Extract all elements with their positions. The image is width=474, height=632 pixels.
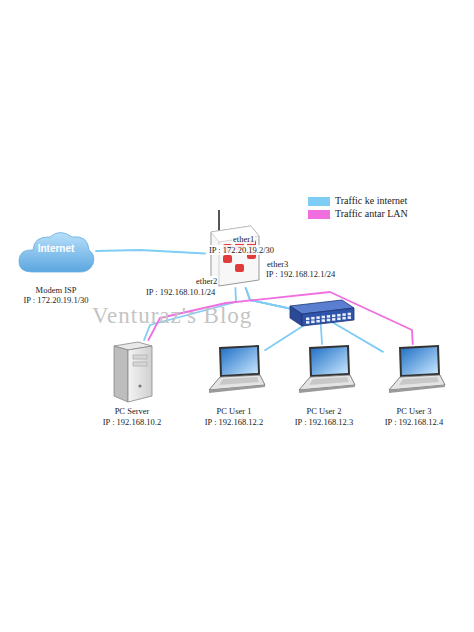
connector-line [96, 250, 205, 254]
legend-text: Traffic ke internet [335, 195, 407, 207]
router-device: ether1IP : 172.20.19.2/30ether2IP : 192.… [205, 222, 263, 288]
ip-address: IP : 192.168.12.3 [295, 417, 353, 427]
internet-cloud: InternetModem ISPIP : 172.20.19.1/30 [16, 228, 96, 276]
user-laptop: PC User 1IP : 192.168.12.2 [203, 344, 265, 396]
ip-address: IP : 172.20.19.2/30 [208, 245, 275, 255]
device-name: PC User 3 [397, 406, 432, 416]
ip-address: IP : 192.168.10.1/24 [145, 287, 216, 297]
network-switch [286, 296, 356, 334]
server-device: PC ServerIP : 192.168.10.2 [108, 340, 156, 402]
device-name: Modem ISP [36, 285, 77, 295]
legend-text: Traffic antar LAN [335, 208, 408, 220]
device-name: PC User 2 [307, 406, 342, 416]
device-name: PC User 1 [217, 406, 252, 416]
laptop-icon [383, 344, 445, 396]
laptop-icon [293, 344, 355, 396]
laptop-icon [203, 344, 265, 396]
watermark: Venturaz's Blog [92, 303, 252, 329]
connector [96, 250, 205, 254]
connector [246, 288, 383, 352]
user-laptop: PC User 3IP : 192.168.12.4 [383, 344, 445, 396]
legend-swatch [308, 210, 330, 219]
ip-address: IP : 172.20.19.1/30 [23, 295, 88, 305]
ip-address: IP : 192.168.12.2 [205, 417, 263, 427]
interface-name: ether3 [266, 259, 289, 269]
connector-line [246, 288, 383, 352]
server-tower [108, 340, 156, 402]
user-laptop: PC User 2IP : 192.168.12.3 [293, 344, 355, 396]
ip-address: IP : 192.168.10.2 [103, 417, 161, 427]
legend-swatch [308, 197, 330, 206]
interface-name: ether2 [195, 276, 218, 286]
ip-address: IP : 192.168.12.1/24 [265, 269, 336, 279]
device-name: PC Server [115, 406, 150, 416]
cloud-label: Internet [38, 243, 75, 255]
interface-name: ether1 [232, 234, 255, 244]
ip-address: IP : 192.168.12.4 [385, 417, 443, 427]
